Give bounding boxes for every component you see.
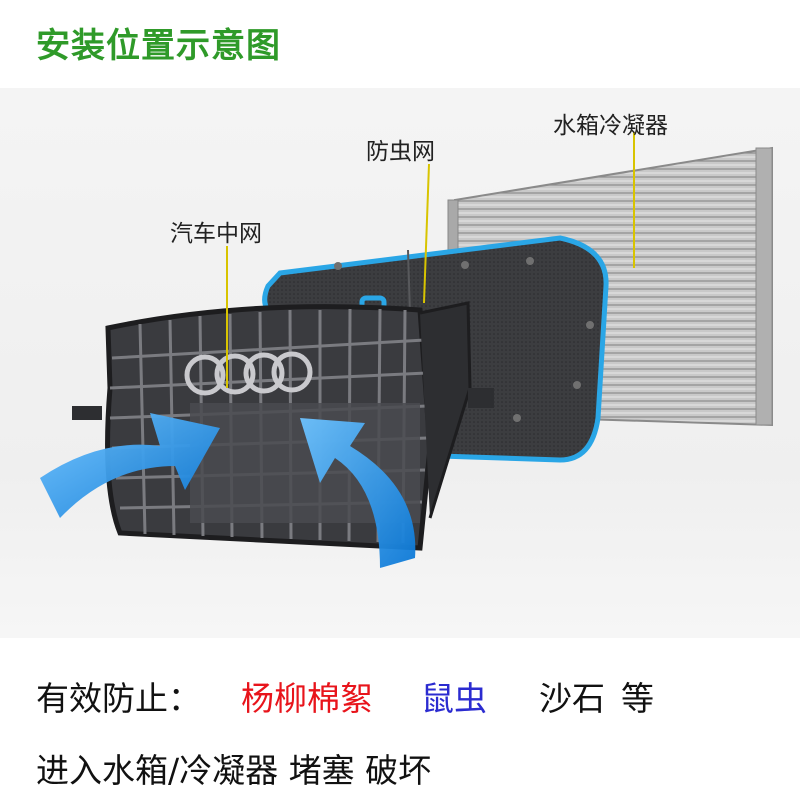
footer-line-2: 进入水箱/冷凝器 堵塞 破坏 bbox=[36, 751, 432, 790]
label-insect-net: 防虫网 bbox=[366, 139, 435, 165]
footer-item-catkins: 杨柳棉絮 bbox=[241, 679, 373, 718]
footer-prefix: 有效防止： bbox=[36, 679, 201, 718]
diagram-illustration bbox=[40, 132, 773, 568]
leader-lines bbox=[226, 132, 635, 388]
grille-illustration bbox=[72, 301, 494, 551]
installation-diagram: 水箱冷凝器 防虫网 汽车中网 bbox=[0, 88, 800, 638]
footer-item-rodents: 鼠虫 bbox=[421, 679, 487, 718]
footer-suffix: 等 bbox=[621, 679, 654, 718]
label-grille: 汽车中网 bbox=[170, 221, 262, 247]
footer-item-sand: 沙石 bbox=[539, 679, 605, 718]
footer-line-1: 有效防止： 杨柳棉絮 鼠虫 沙石等 bbox=[36, 672, 654, 720]
airflow-arrows bbox=[40, 413, 416, 568]
logo-rings-illustration bbox=[184, 351, 313, 396]
label-condenser: 水箱冷凝器 bbox=[553, 113, 668, 139]
page-title: 安装位置示意图 bbox=[36, 26, 281, 66]
